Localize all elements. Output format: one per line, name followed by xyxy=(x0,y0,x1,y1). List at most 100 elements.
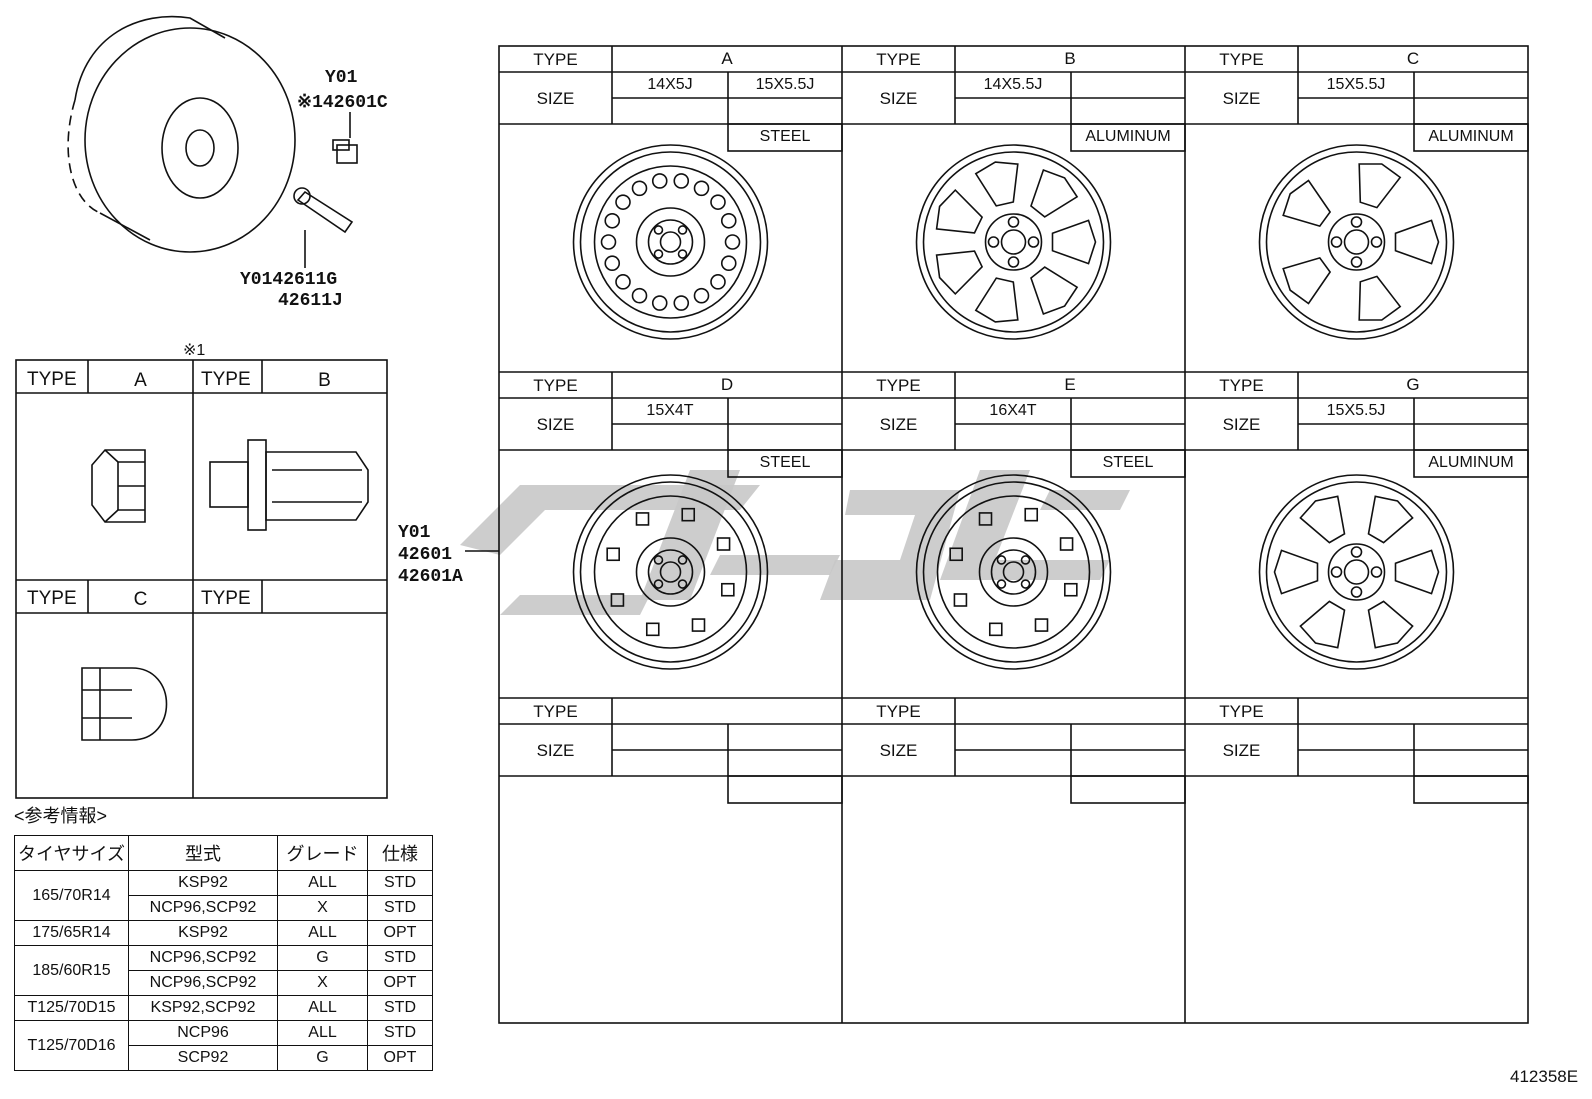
material-label: STEEL xyxy=(1102,454,1154,471)
wheel-code-line3: 42601A xyxy=(398,567,463,587)
spec-cell: STD xyxy=(367,1020,433,1046)
tire-size-cell: 185/60R15 xyxy=(14,945,129,996)
type-value: B xyxy=(1064,49,1076,68)
header-grade: グレード xyxy=(277,835,368,871)
table-row: T125/70D16 NCP96 ALL STD xyxy=(14,1020,433,1071)
model-cell: KSP92 xyxy=(128,870,278,896)
model-cell: KSP92 xyxy=(128,920,278,946)
nut-type-value-b: B xyxy=(318,370,331,391)
size-value: 14X5J xyxy=(647,76,693,93)
nut-type-label-a: TYPE xyxy=(27,369,77,390)
model-cell: SCP92 xyxy=(128,1045,278,1071)
type-label: TYPE xyxy=(533,50,578,69)
table-row: SCP92 G OPT xyxy=(15,1045,433,1071)
spec-cell: STD xyxy=(367,995,433,1021)
model-cell: NCP96,SCP92 xyxy=(128,895,278,921)
type-label: TYPE xyxy=(533,376,578,395)
size-label: SIZE xyxy=(536,741,575,760)
grade-cell: G xyxy=(277,945,368,971)
type-value: E xyxy=(1064,375,1076,394)
wheel-drawing-alloy-6-icon xyxy=(1258,474,1455,670)
wheel-drawing-alloy-5-icon xyxy=(1258,144,1455,340)
spare-wheel-icon xyxy=(67,15,296,253)
spec-cell: OPT xyxy=(367,920,433,946)
wheel-cell-b xyxy=(842,46,1186,152)
model-cell: NCP96,SCP92 xyxy=(128,945,278,971)
material-label: ALUMINUM xyxy=(1428,128,1514,145)
watermark-shape xyxy=(1040,490,1130,510)
size-value: 15X5.5J xyxy=(755,76,815,93)
type-label: TYPE xyxy=(1219,702,1264,721)
nut-type-value-c: C xyxy=(133,589,148,610)
spec-cell: OPT xyxy=(367,970,433,996)
table-row: 185/60R15 NCP96,SCP92 G STD xyxy=(14,945,433,996)
model-cell: KSP92,SCP92 xyxy=(128,995,278,1021)
spec-cell: OPT xyxy=(367,1045,433,1071)
size-label: SIZE xyxy=(536,89,575,108)
type-label: TYPE xyxy=(876,702,921,721)
model-cell: NCP96 xyxy=(128,1020,278,1046)
valve-cap-icon xyxy=(332,112,358,164)
reference-table: タイヤサイズ 型式 グレード 仕様 165/70R14 KSP92 ALL ST… xyxy=(14,835,433,1071)
grade-cell: X xyxy=(277,895,368,921)
table-row: 165/70R14 KSP92 ALL STD xyxy=(14,870,433,921)
header-tire-size: タイヤサイズ xyxy=(14,835,129,871)
wheel-cell-empty-7 xyxy=(842,698,1186,804)
nut-type-label-c: TYPE xyxy=(27,588,77,609)
material-label: ALUMINUM xyxy=(1085,128,1171,145)
wheel-drawing-steel-spare-icon xyxy=(572,474,769,670)
grade-cell: ALL xyxy=(277,1020,368,1046)
wheel-drawing-steel-holes-icon xyxy=(572,144,769,340)
grade-cell: ALL xyxy=(277,995,368,1021)
watermark-shape xyxy=(710,555,840,575)
type-value: G xyxy=(1406,375,1420,394)
size-label: SIZE xyxy=(879,741,918,760)
nut-type-value-a: A xyxy=(134,370,147,391)
reference-header-row: タイヤサイズ 型式 グレード 仕様 xyxy=(14,835,433,871)
material-label: STEEL xyxy=(759,128,811,145)
figure-id: 412358E xyxy=(1510,1067,1579,1086)
watermark-logo xyxy=(460,470,1130,615)
type-label: TYPE xyxy=(876,376,921,395)
wheel-cell-a xyxy=(499,46,843,152)
size-value: 15X5.5J xyxy=(1326,76,1386,93)
material-label: ALUMINUM xyxy=(1428,454,1514,471)
spec-cell: STD xyxy=(367,895,433,921)
type-label: TYPE xyxy=(1219,50,1264,69)
wheel-cell-d xyxy=(499,372,843,478)
table-row: NCP96,SCP92 X STD xyxy=(15,895,433,921)
spec-cell: STD xyxy=(367,945,433,971)
cap-code-line2: ※142601C xyxy=(297,93,388,113)
wheel-cell-empty-8 xyxy=(1185,698,1529,804)
grade-cell: ALL xyxy=(277,870,368,896)
valve-code-line1: Y0142611G xyxy=(240,270,338,290)
model-cell: NCP96,SCP92 xyxy=(128,970,278,996)
watermark-shape xyxy=(820,490,960,600)
wheel-code-line1: Y01 xyxy=(398,523,431,543)
size-label: SIZE xyxy=(536,415,575,434)
grade-cell: ALL xyxy=(277,920,368,946)
size-value: 16X4T xyxy=(989,402,1037,419)
tire-size-cell: T125/70D16 xyxy=(14,1020,129,1071)
type-label: TYPE xyxy=(876,50,921,69)
watermark-shape xyxy=(640,470,740,600)
valve-code-line2: 42611J xyxy=(278,291,343,311)
wheel-drawing-alloy-7-icon xyxy=(915,144,1112,340)
size-label: SIZE xyxy=(879,89,918,108)
size-value: 14X5.5J xyxy=(983,76,1043,93)
wheel-cell-c xyxy=(1185,46,1529,152)
size-label: SIZE xyxy=(1222,415,1261,434)
grade-cell: G xyxy=(277,1045,368,1071)
wheel-drawing-steel-spare2-icon xyxy=(915,474,1112,670)
wheel-cell-e xyxy=(842,372,1186,478)
watermark-shape xyxy=(500,595,650,615)
wheel-cell-empty-6 xyxy=(499,698,843,804)
size-label: SIZE xyxy=(1222,89,1261,108)
nut-type-c-icon xyxy=(81,667,168,741)
header-model: 型式 xyxy=(128,835,278,871)
diagram-lines xyxy=(15,15,1529,1024)
tire-size-cell: T125/70D15 xyxy=(14,995,129,1021)
spec-cell: STD xyxy=(367,870,433,896)
type-value: A xyxy=(721,49,733,68)
